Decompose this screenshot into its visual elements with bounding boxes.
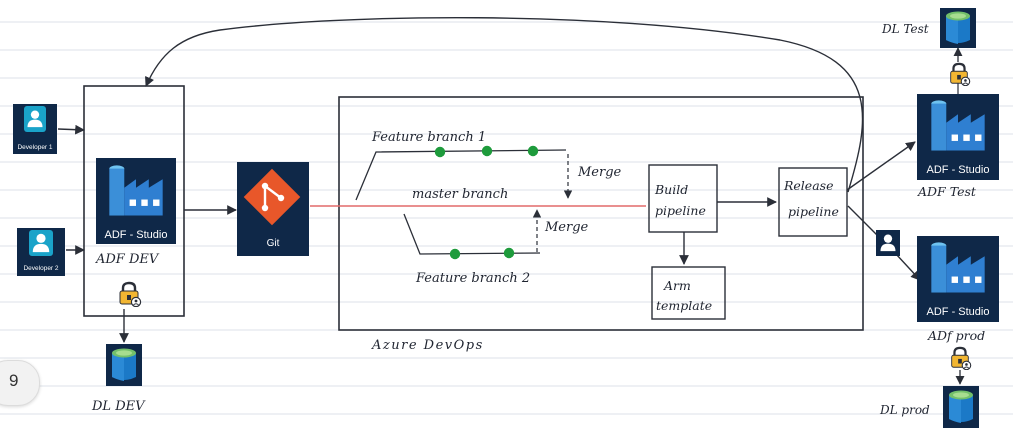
adf-studio-prod: ADF - Studio: [917, 236, 999, 322]
page-number-badge[interactable]: 9: [0, 360, 40, 406]
datalake-test: [940, 8, 976, 48]
build-pipeline-box: [648, 164, 718, 233]
dl-prod-caption: DL prod: [879, 403, 930, 417]
adf-dev-caption: ADF DEV: [95, 252, 160, 267]
merge-bottom-label: Merge: [544, 220, 589, 235]
dl-test-caption: DL Test: [881, 22, 929, 36]
dl-dev-caption: DL DEV: [91, 399, 146, 414]
datalake-prod: [943, 386, 979, 428]
release-pipeline-box: [778, 167, 848, 237]
merge-top-label: Merge: [577, 165, 622, 180]
developer-1: Developer 1: [13, 104, 57, 154]
adf-test-caption: ADF Test: [917, 184, 977, 199]
database-icon: [949, 390, 973, 423]
adf-studio-dev: ADF - Studio: [96, 158, 176, 244]
feature-branch-1-line: [355, 149, 567, 201]
adf-prod-caption: ADf prod: [927, 328, 985, 343]
azure-devops-frame: [338, 96, 864, 331]
feedback-curve: [145, 16, 864, 193]
database-icon: [946, 11, 970, 44]
git-label: Git: [267, 238, 280, 249]
page-number: 9: [9, 371, 19, 390]
commit-dot: [527, 145, 539, 157]
build-pipeline-line1: Build: [654, 182, 688, 197]
approver-user: [876, 230, 900, 256]
feature-branch-2-label: Feature branch 2: [415, 271, 530, 286]
adf-studio-dev-label: ADF - Studio: [105, 229, 168, 241]
feature-branch-1-label: Feature branch 1: [371, 130, 486, 145]
datalake-dev: [106, 344, 142, 386]
commit-dot: [434, 146, 446, 158]
arm-template-line1: Arm: [663, 278, 691, 293]
adf-dev-frame: [83, 85, 185, 317]
adf-studio-test-label: ADF - Studio: [927, 164, 990, 176]
master-branch-label: master branch: [412, 187, 508, 202]
lock-icon: [118, 281, 142, 307]
arm-template-box: [651, 266, 726, 320]
adf-studio-prod-label: ADF - Studio: [927, 306, 990, 318]
azure-devops-caption: Azure DevOps: [371, 338, 484, 353]
feature-branch-2-line: [403, 213, 541, 255]
developer-2-label: Developer 2: [23, 265, 58, 272]
lock-icon: [949, 62, 971, 86]
release-pipeline-line2: pipeline: [788, 204, 839, 219]
commit-dot: [481, 145, 493, 157]
commit-dot: [449, 248, 461, 260]
git-node: Git: [237, 162, 309, 256]
database-icon: [112, 348, 136, 381]
developer-2: Developer 2: [17, 228, 65, 276]
commit-dot: [503, 247, 515, 259]
release-pipeline-line1: Release: [783, 178, 833, 193]
build-pipeline-line2: pipeline: [655, 203, 706, 218]
developer-1-label: Developer 1: [17, 144, 52, 151]
lock-icon: [950, 346, 972, 370]
arm-template-line2: template: [656, 298, 712, 313]
adf-studio-test: ADF - Studio: [917, 94, 999, 180]
